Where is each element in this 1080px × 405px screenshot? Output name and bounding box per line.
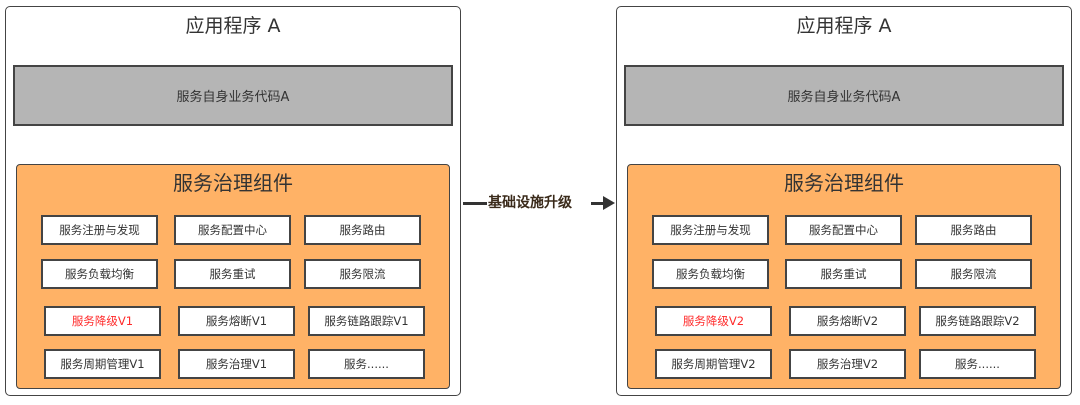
business-code-label: 服务自身业务代码A <box>176 90 290 105</box>
arrow-label: 基础设施升级 <box>488 195 572 211</box>
component-box: 服务治理V2 <box>789 349 906 379</box>
component-box: 服务...... <box>919 349 1036 379</box>
governance-component: 服务治理组件 服务注册与发现 服务配置中心 服务路由 服务负载均衡 服务重试 服… <box>627 164 1061 389</box>
component-box: 服务链路跟踪V1 <box>308 306 425 336</box>
governance-title: 服务治理组件 <box>173 171 293 195</box>
arrow-head-icon <box>603 196 615 210</box>
component-box: 服务重试 <box>174 259 291 289</box>
governance-title: 服务治理组件 <box>784 171 904 195</box>
app-panel-left: 应用程序 A 服务自身业务代码A 服务治理组件 服务注册与发现 服务配置中心 服… <box>5 6 461 396</box>
app-panel-right: 应用程序 A 服务自身业务代码A 服务治理组件 服务注册与发现 服务配置中心 服… <box>616 6 1072 396</box>
component-box: 服务重试 <box>785 259 902 289</box>
business-code-label: 服务自身业务代码A <box>787 90 901 105</box>
arrow-line-left <box>463 202 487 205</box>
component-box: 服务注册与发现 <box>652 215 769 245</box>
component-box: 服务周期管理V2 <box>655 349 772 379</box>
component-box: 服务负载均衡 <box>652 259 769 289</box>
business-code-box: 服务自身业务代码A <box>13 65 453 126</box>
component-box-highlighted: 服务降级V2 <box>655 306 772 336</box>
component-box: 服务熔断V1 <box>178 306 295 336</box>
component-box: 服务...... <box>308 349 425 379</box>
component-box: 服务注册与发现 <box>41 215 158 245</box>
business-code-box: 服务自身业务代码A <box>624 65 1064 126</box>
component-box: 服务链路跟踪V2 <box>919 306 1036 336</box>
component-box: 服务治理V1 <box>178 349 295 379</box>
component-box: 服务限流 <box>304 259 421 289</box>
component-box: 服务限流 <box>915 259 1032 289</box>
app-title: 应用程序 A <box>185 15 281 37</box>
component-box: 服务路由 <box>304 215 421 245</box>
upgrade-arrow: 基础设施升级 <box>463 192 615 214</box>
component-box-highlighted: 服务降级V1 <box>44 306 161 336</box>
governance-component: 服务治理组件 服务注册与发现 服务配置中心 服务路由 服务负载均衡 服务重试 服… <box>16 164 450 389</box>
component-box: 服务配置中心 <box>174 215 291 245</box>
component-box: 服务路由 <box>915 215 1032 245</box>
arrow-line-right <box>591 202 605 205</box>
component-box: 服务周期管理V1 <box>44 349 161 379</box>
component-box: 服务配置中心 <box>785 215 902 245</box>
app-title: 应用程序 A <box>796 15 892 37</box>
component-box: 服务负载均衡 <box>41 259 158 289</box>
component-box: 服务熔断V2 <box>789 306 906 336</box>
